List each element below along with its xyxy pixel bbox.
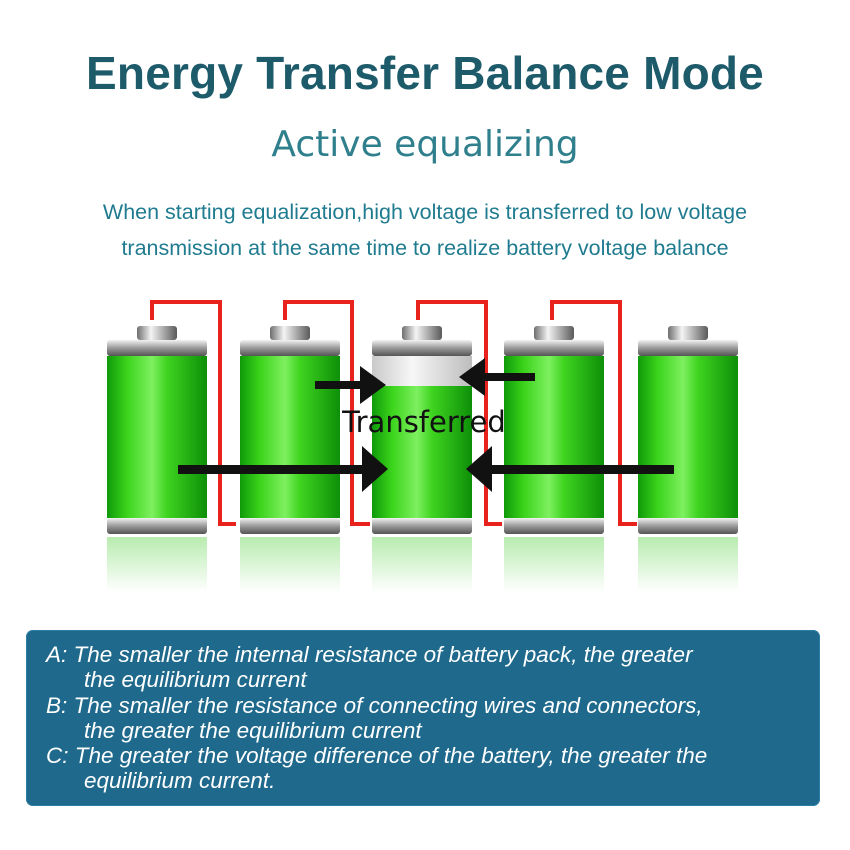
transferred-label: Transferred [341, 405, 506, 439]
battery-2 [240, 326, 340, 592]
battery-4 [504, 326, 604, 592]
description-line-1: When starting equalization,high voltage … [102, 200, 748, 224]
description-line-2: transmission at the same time to realize… [121, 236, 729, 260]
note-b-line-1: B: The smaller the resistance of connect… [46, 693, 703, 718]
arrow-right-upper [315, 366, 386, 404]
arrow-left-upper [459, 358, 535, 396]
note-b: B: The smaller the resistance of connect… [46, 693, 816, 743]
battery-1 [107, 326, 207, 592]
transfer-arrows [178, 358, 674, 492]
arrow-right-lower [178, 446, 388, 492]
note-a-line-1: A: The smaller the internal resistance o… [46, 642, 693, 667]
notes-panel: A: The smaller the internal resistance o… [26, 630, 820, 806]
description: When starting equalization,high voltage … [20, 194, 830, 266]
page-title: Energy Transfer Balance Mode [86, 47, 764, 99]
note-c-line-1: C: The greater the voltage difference of… [46, 743, 708, 768]
note-a: A: The smaller the internal resistance o… [46, 642, 816, 692]
note-b-line-2: the greater the equilibrium current [84, 718, 422, 743]
page-subtitle: Active equalizing [271, 124, 579, 165]
note-c-line-2: equilibrium current. [84, 768, 276, 793]
note-a-line-2: the equilibrium current [84, 667, 307, 692]
battery-3-receiving [372, 326, 472, 592]
battery-5 [638, 326, 738, 592]
note-c: C: The greater the voltage difference of… [46, 743, 816, 793]
arrow-left-lower [466, 446, 674, 492]
battery-balance-illustration: Transferred [107, 300, 738, 592]
connecting-wires [150, 300, 637, 526]
